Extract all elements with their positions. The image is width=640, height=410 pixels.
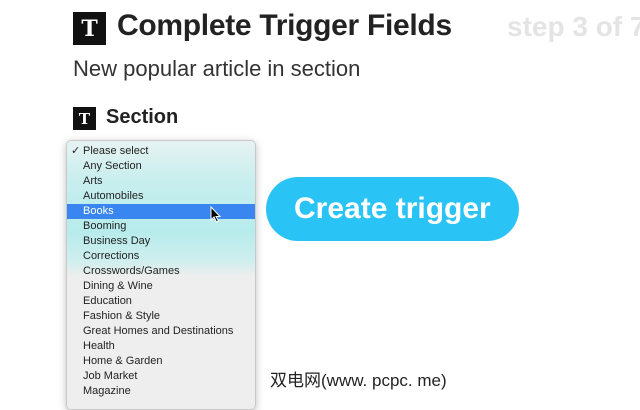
create-trigger-button[interactable]: Create trigger — [266, 177, 519, 241]
dropdown-option[interactable]: Business Day — [67, 234, 255, 249]
dropdown-option[interactable]: Fashion & Style — [67, 309, 255, 324]
option-label: Magazine — [83, 385, 131, 397]
option-label: Books — [83, 205, 114, 217]
option-label: Dining & Wine — [83, 280, 153, 292]
option-label: Home & Garden — [83, 355, 163, 367]
option-label: Arts — [83, 175, 103, 187]
option-label: Health — [83, 340, 115, 352]
dropdown-option[interactable]: Job Market — [67, 369, 255, 384]
dropdown-option[interactable]: Automobiles — [67, 189, 255, 204]
trigger-subtitle: New popular article in section — [73, 56, 361, 81]
dropdown-option[interactable]: Education — [67, 294, 255, 309]
nyt-logo: T — [73, 12, 106, 45]
watermark: 双电网(www. pcpc. me) — [270, 371, 447, 390]
checkmark-icon: ✓ — [71, 145, 81, 157]
dropdown-option[interactable]: Any Section — [67, 159, 255, 174]
option-label: Education — [83, 295, 132, 307]
step-indicator: step 3 of 7 — [507, 11, 640, 42]
option-label: Booming — [83, 220, 127, 232]
dropdown-option[interactable]: Magazine — [67, 384, 255, 399]
dropdown-option[interactable]: ✓Please select — [67, 144, 255, 159]
dropdown-option[interactable]: Crosswords/Games — [67, 264, 255, 279]
mouse-cursor-icon — [210, 205, 222, 223]
page-title: Complete Trigger Fields — [117, 9, 452, 42]
dropdown-option[interactable]: Books — [67, 204, 255, 219]
nyt-logo-small: T — [73, 107, 96, 130]
option-label: Please select — [83, 145, 149, 157]
option-label: Fashion & Style — [83, 310, 161, 322]
option-label: Corrections — [83, 250, 140, 262]
option-label: Great Homes and Destinations — [83, 325, 234, 337]
dropdown-option[interactable]: Arts — [67, 174, 255, 189]
dropdown-option[interactable]: Dining & Wine — [67, 279, 255, 294]
dropdown-option[interactable]: Health — [67, 339, 255, 354]
option-label: Business Day — [83, 235, 151, 247]
option-label: Job Market — [83, 370, 138, 382]
option-label: Any Section — [83, 160, 142, 172]
dropdown-option[interactable]: Corrections — [67, 249, 255, 264]
section-field-label: Section — [106, 106, 179, 128]
dropdown-option[interactable]: Booming — [67, 219, 255, 234]
dropdown-option[interactable]: Home & Garden — [67, 354, 255, 369]
option-label: Automobiles — [83, 190, 144, 202]
dropdown-option[interactable]: Great Homes and Destinations — [67, 324, 255, 339]
option-label: Crosswords/Games — [83, 265, 180, 277]
